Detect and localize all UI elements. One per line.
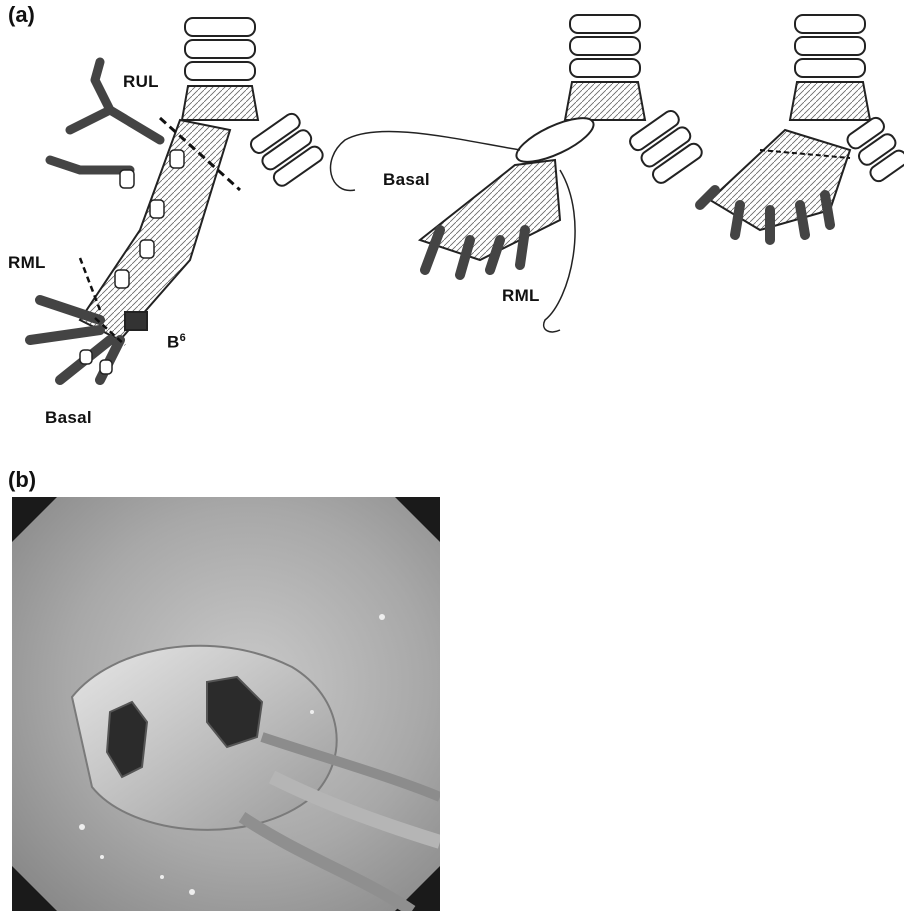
label-b6-base: B xyxy=(167,333,180,352)
bronchial-tree-sleeve-resection-lines-icon xyxy=(30,18,325,380)
completed-anastomosis-icon xyxy=(700,15,904,240)
label-basal-left: Basal xyxy=(45,408,92,428)
panel-b-label: (b) xyxy=(8,467,36,493)
bronchoscopic-anastomosis-view xyxy=(12,497,440,911)
panel-a-illustrations xyxy=(0,0,904,460)
label-rml-mid: RML xyxy=(502,286,540,306)
label-b6: B6 xyxy=(167,332,186,353)
label-b6-superscript: 6 xyxy=(180,332,186,344)
label-rml-left: RML xyxy=(8,253,46,273)
label-basal-mid: Basal xyxy=(383,170,430,190)
label-rul: RUL xyxy=(123,72,159,92)
